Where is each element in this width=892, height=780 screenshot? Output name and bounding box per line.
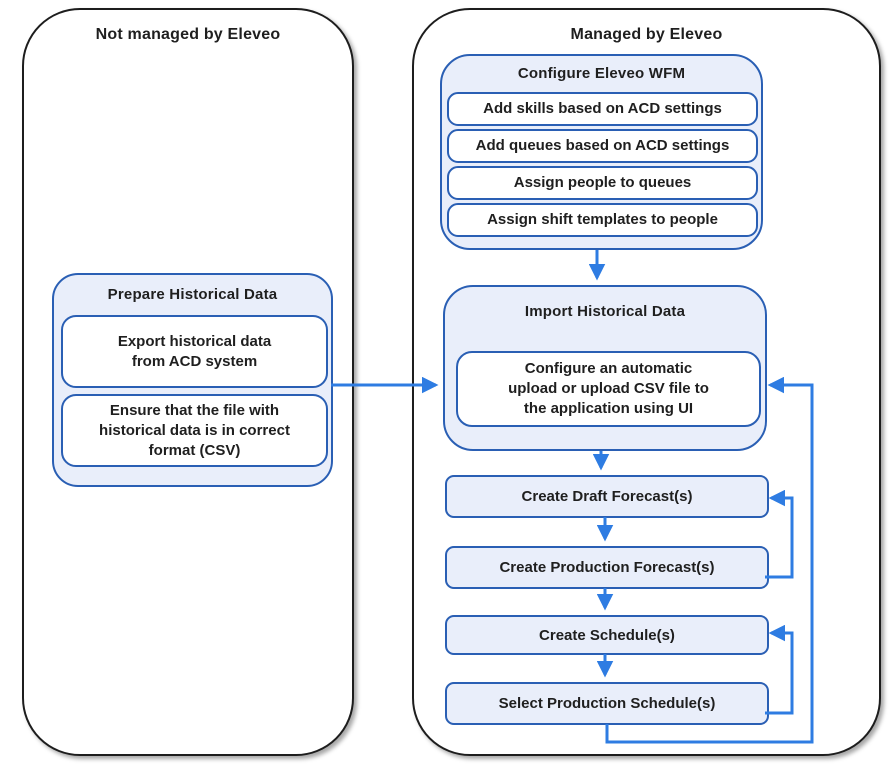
flow-create-schedule: Create Schedule(s) [445, 615, 769, 655]
group-title-import-historical-data: Import Historical Data [524, 303, 686, 320]
group-import-historical-data: Import Historical Data Configure an auto… [443, 285, 767, 451]
flow-create-production-forecast: Create Production Forecast(s) [445, 546, 769, 589]
step-add-queues: Add queues based on ACD settings [447, 129, 758, 163]
container-title-managed: Managed by Eleveo [570, 26, 723, 43]
container-not-managed: Not managed by Eleveo Prepare Historical… [22, 8, 354, 756]
container-title-not-managed: Not managed by Eleveo [95, 26, 281, 43]
flow-create-draft-forecast: Create Draft Forecast(s) [445, 475, 769, 518]
container-managed: Managed by Eleveo Configure Eleveo WFM A… [412, 8, 881, 756]
step-add-skills: Add skills based on ACD settings [447, 92, 758, 126]
step-export-historical-data: Export historical data from ACD system [61, 315, 328, 388]
step-assign-shift-templates: Assign shift templates to people [447, 203, 758, 237]
group-configure-eleveo-wfm: Configure Eleveo WFM Add skills based on… [440, 54, 763, 250]
group-title-prepare-historical-data: Prepare Historical Data [107, 286, 278, 303]
step-assign-people-to-queues: Assign people to queues [447, 166, 758, 200]
group-prepare-historical-data: Prepare Historical Data Export historica… [52, 273, 333, 487]
group-title-configure-eleveo-wfm: Configure Eleveo WFM [517, 65, 686, 82]
flow-select-production-schedule: Select Production Schedule(s) [445, 682, 769, 725]
step-configure-automatic-upload: Configure an automatic upload or upload … [456, 351, 761, 427]
step-ensure-file-format: Ensure that the file with historical dat… [61, 394, 328, 467]
